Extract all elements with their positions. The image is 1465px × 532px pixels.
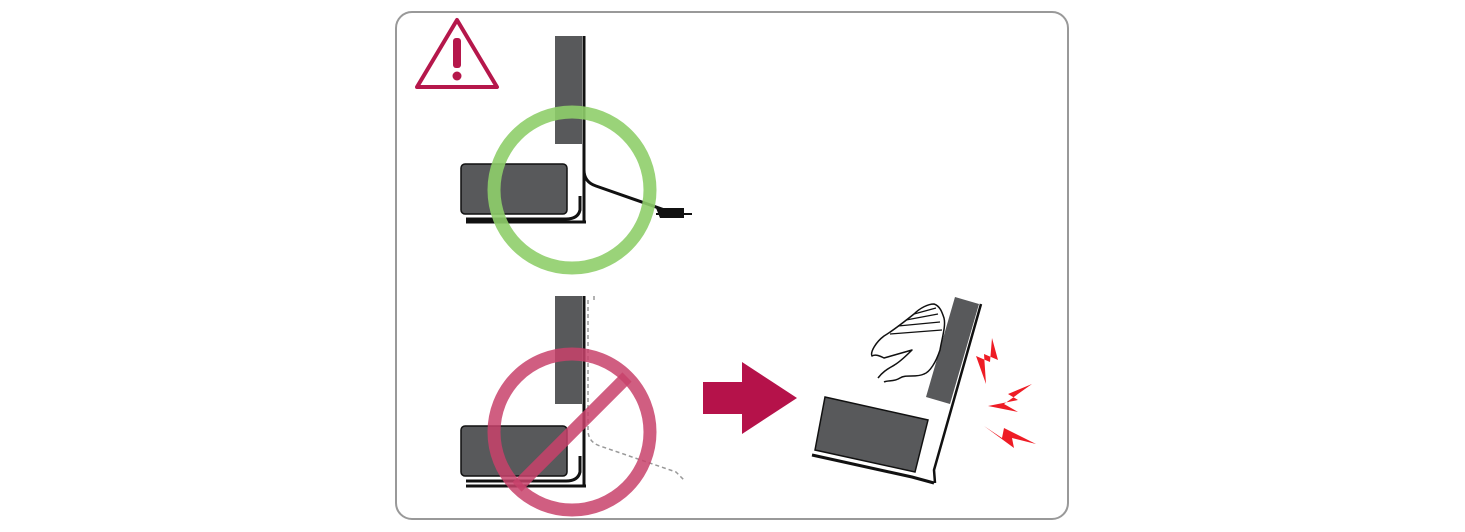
prohibited-slash: [512, 372, 632, 492]
warning-triangle-icon: [415, 18, 499, 89]
prohibited-ring: [487, 347, 657, 517]
incorrect-placement-scene: [460, 296, 685, 517]
tv-panel: [555, 36, 582, 144]
hand-push-icon: [870, 303, 946, 383]
impact-mark-1: [976, 338, 998, 384]
correct-circle-icon: [487, 105, 657, 275]
impact-mark-3: [984, 426, 1036, 448]
dashed-cable-outline: [587, 300, 685, 481]
warning-exclamation-bar: [453, 38, 461, 68]
warning-triangle-outline: [415, 18, 499, 89]
right-arrow-icon: [703, 362, 797, 434]
correct-placement-scene: [460, 36, 692, 275]
base-shelf: [466, 456, 582, 483]
base-shelf: [466, 196, 582, 221]
hand-fingers: [889, 307, 943, 335]
tv-panel-edge-tilted: [932, 303, 983, 484]
warning-exclamation-dot: [452, 71, 462, 81]
impact-burst-icon: [976, 338, 1036, 448]
soundbar-box: [460, 163, 568, 215]
base-shelf-tilted: [811, 453, 935, 485]
impact-mark-2: [988, 384, 1032, 412]
consequence-scene: [811, 297, 1036, 485]
tv-panel-tilted: [926, 297, 979, 404]
soundbar-box-tilted: [814, 396, 929, 473]
prohibited-icon: [487, 347, 657, 517]
